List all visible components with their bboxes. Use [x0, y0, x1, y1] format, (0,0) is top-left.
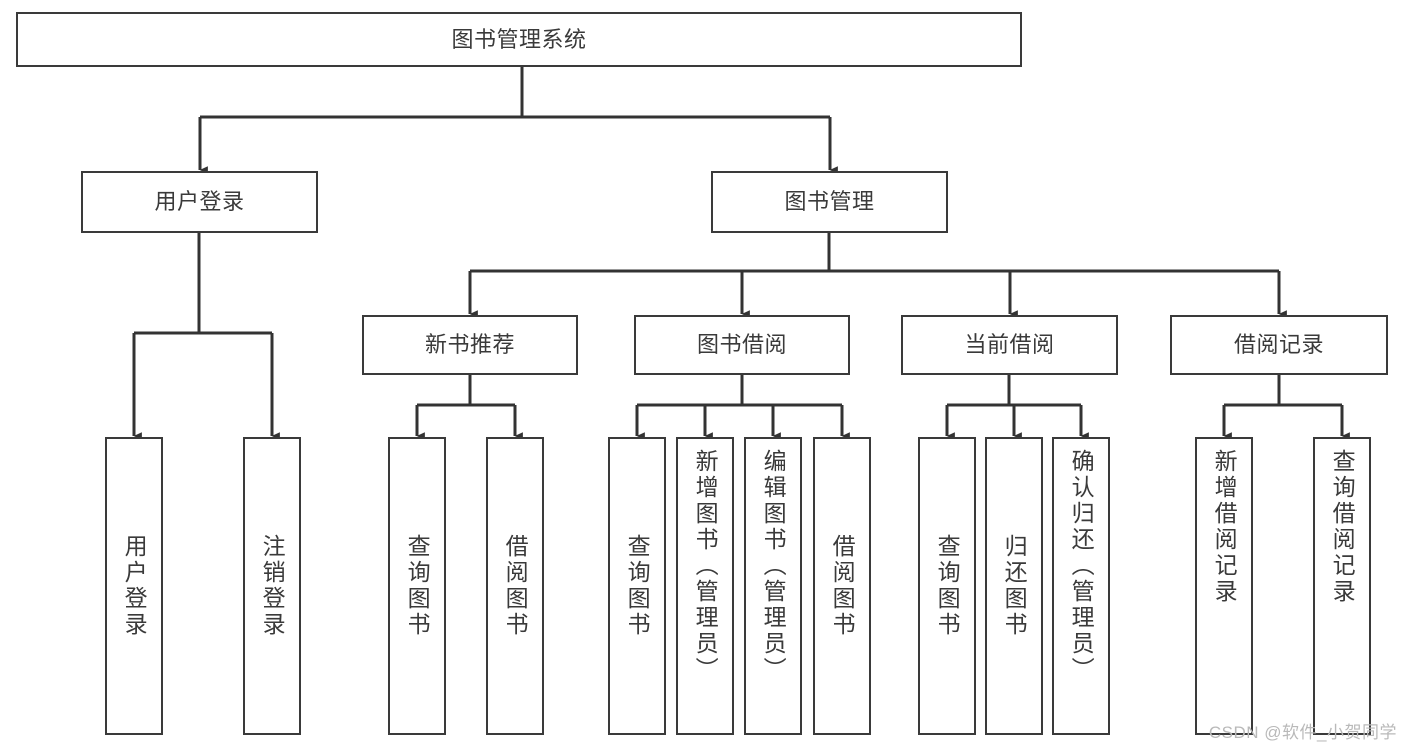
node-leaf-borrow-book-1[interactable]: 借阅图书 — [486, 437, 544, 735]
node-user-login[interactable]: 用户登录 — [81, 171, 318, 233]
node-label: 新增图书（管理员） — [692, 449, 719, 683]
node-new-book-recommend[interactable]: 新书推荐 — [362, 315, 578, 375]
node-label: 新书推荐 — [424, 332, 515, 358]
node-leaf-query-borrow-record[interactable]: 查询借阅记录 — [1313, 437, 1371, 735]
node-label: 当前借阅 — [964, 332, 1055, 358]
node-label: 查询图书 — [934, 534, 961, 638]
node-label: 查询图书 — [404, 534, 431, 638]
node-root[interactable]: 图书管理系统 — [16, 12, 1022, 67]
node-label: 新增借阅记录 — [1211, 449, 1238, 605]
node-label: 用户登录 — [154, 189, 245, 215]
node-leaf-query-book-3[interactable]: 查询图书 — [918, 437, 976, 735]
node-label: 图书借阅 — [696, 332, 787, 358]
node-label: 图书管理系统 — [451, 26, 587, 52]
node-label: 图书管理 — [784, 189, 875, 215]
node-leaf-return-book[interactable]: 归还图书 — [985, 437, 1043, 735]
node-label: 查询借阅记录 — [1329, 449, 1356, 605]
node-label: 借阅记录 — [1233, 332, 1324, 358]
node-label: 用户登录 — [121, 534, 148, 638]
node-book-borrow[interactable]: 图书借阅 — [634, 315, 850, 375]
node-leaf-confirm-return-admin[interactable]: 确认归还（管理员） — [1052, 437, 1110, 735]
node-leaf-user-login[interactable]: 用户登录 — [105, 437, 163, 735]
node-leaf-borrow-book-2[interactable]: 借阅图书 — [813, 437, 871, 735]
node-current-borrow[interactable]: 当前借阅 — [901, 315, 1118, 375]
node-leaf-add-borrow-record[interactable]: 新增借阅记录 — [1195, 437, 1253, 735]
node-label: 借阅图书 — [502, 534, 529, 638]
node-label: 注销登录 — [259, 534, 286, 638]
node-borrow-record[interactable]: 借阅记录 — [1170, 315, 1388, 375]
node-label: 确认归还（管理员） — [1068, 449, 1095, 683]
node-label: 查询图书 — [624, 534, 651, 638]
node-leaf-user-logout[interactable]: 注销登录 — [243, 437, 301, 735]
node-leaf-edit-book-admin[interactable]: 编辑图书（管理员） — [744, 437, 802, 735]
node-leaf-add-book-admin[interactable]: 新增图书（管理员） — [676, 437, 734, 735]
node-label: 归还图书 — [1001, 534, 1028, 638]
watermark-label: CSDN @软件_小贺同学 — [1208, 723, 1397, 742]
node-book-manage[interactable]: 图书管理 — [711, 171, 948, 233]
node-leaf-query-book-2[interactable]: 查询图书 — [608, 437, 666, 735]
node-label: 编辑图书（管理员） — [760, 449, 787, 683]
node-label: 借阅图书 — [829, 534, 856, 638]
node-leaf-query-book-1[interactable]: 查询图书 — [388, 437, 446, 735]
